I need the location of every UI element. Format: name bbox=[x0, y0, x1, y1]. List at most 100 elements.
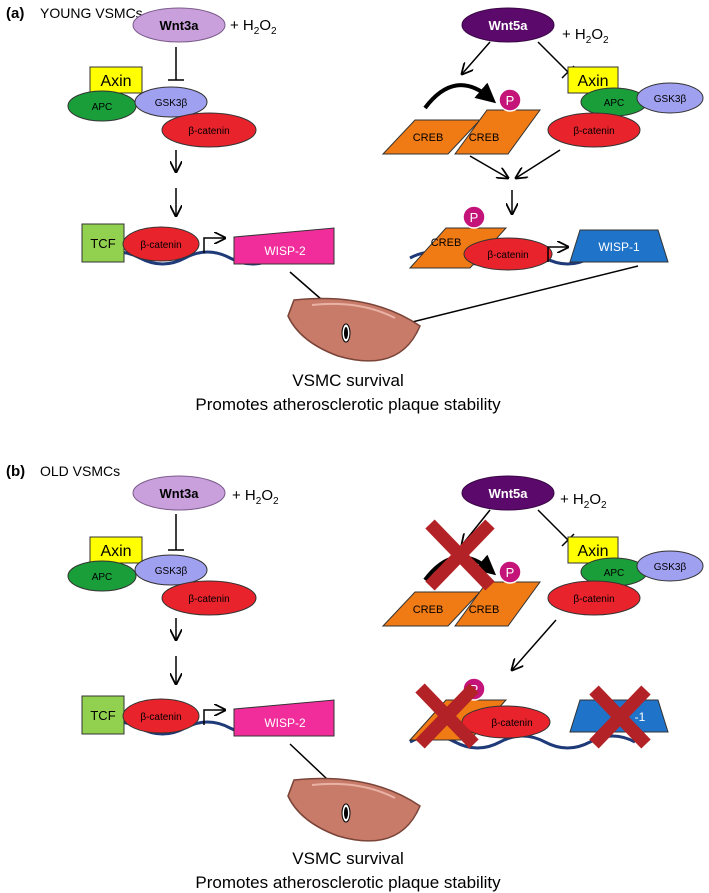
beta-catenin-protein bbox=[161, 580, 257, 616]
wnt3a-ligand bbox=[132, 7, 226, 43]
arrow bbox=[462, 41, 491, 74]
gsk3b-protein bbox=[636, 550, 704, 582]
outcome-line-2: Promotes atherosclerotic plaque stabilit… bbox=[195, 873, 501, 892]
panel-b-title: OLD VSMCs bbox=[40, 463, 120, 479]
apc-label: APC bbox=[92, 572, 113, 583]
gsk3b-protein bbox=[134, 554, 208, 586]
arrow bbox=[388, 265, 639, 328]
h2o2-label: + H2O2 bbox=[232, 487, 279, 507]
panel-a: (a) YOUNG VSMCs Wnt3a + H2O2 Axin APC GS… bbox=[6, 5, 704, 414]
wnt3a-label: Wnt3a bbox=[160, 486, 200, 501]
outcome-line-1: VSMC survival bbox=[292, 371, 403, 390]
nuclear-beta-catenin bbox=[122, 226, 200, 262]
panel-b-wnt5a-pathway: Wnt5a + H2O2 CREB CREB P Axin APC GSK3β bbox=[381, 475, 704, 750]
gsk3b-protein bbox=[636, 82, 704, 114]
nuclear-beta-catenin-label: β-catenin bbox=[140, 240, 181, 251]
wisp2-label: WISP-2 bbox=[264, 244, 306, 258]
tcf-label: TCF bbox=[90, 708, 115, 723]
panel-a-title: YOUNG VSMCs bbox=[40, 5, 143, 21]
beta-catenin-protein bbox=[547, 112, 641, 148]
transcription-arrow bbox=[203, 710, 225, 725]
apc-label: APC bbox=[604, 98, 625, 109]
wnt5a-label: Wnt5a bbox=[489, 18, 529, 33]
gsk3b-label: GSK3β bbox=[654, 562, 687, 573]
cell-highlight bbox=[311, 302, 396, 319]
nuclear-beta-catenin-label: β-catenin bbox=[487, 250, 528, 261]
phosphate-label: P bbox=[506, 93, 515, 108]
creb-label: CREB bbox=[469, 604, 500, 616]
beta-catenin-protein bbox=[161, 112, 257, 148]
wnt3a-ligand bbox=[132, 475, 226, 511]
axin-protein bbox=[89, 536, 143, 564]
axin-label: Axin bbox=[577, 73, 608, 90]
nuclear-beta-catenin bbox=[461, 705, 551, 739]
cell-highlight bbox=[311, 782, 396, 799]
nuclear-beta-catenin bbox=[463, 237, 553, 271]
vsmc-cell bbox=[287, 297, 421, 362]
panel-a-wnt5a-pathway: Wnt5a + H2O2 CREB CREB P Axin APC GSK3β … bbox=[381, 7, 704, 328]
panel-b: (b) OLD VSMCs Wnt3a + H2O2 Axin APC GSK3… bbox=[6, 463, 704, 892]
creb-protein bbox=[454, 581, 541, 627]
h2o2-label: + H2O2 bbox=[562, 26, 609, 46]
axin-label: Axin bbox=[100, 543, 131, 560]
beta-catenin-label: β-catenin bbox=[573, 594, 614, 605]
gsk3b-label: GSK3β bbox=[155, 98, 188, 109]
wnt5a-label: Wnt5a bbox=[489, 486, 529, 501]
phosphorylation-arrow bbox=[423, 82, 497, 110]
panel-a-letter: (a) bbox=[6, 5, 24, 22]
smooth-muscle-cell bbox=[287, 777, 421, 842]
axin-protein bbox=[89, 66, 143, 94]
inhibition-line bbox=[537, 509, 569, 541]
phosphate-group bbox=[498, 88, 522, 112]
phospho-creb-protein bbox=[454, 109, 541, 155]
h2o2-label: + H2O2 bbox=[230, 17, 277, 37]
panel-b-letter: (b) bbox=[6, 463, 25, 480]
transcription-arrow bbox=[547, 247, 568, 262]
creb-label: CREB bbox=[413, 132, 444, 144]
wnt3a-label: Wnt3a bbox=[160, 18, 200, 33]
wisp1-label: -1 bbox=[635, 710, 646, 724]
arrow bbox=[512, 619, 557, 670]
outcome-line-1: VSMC survival bbox=[292, 849, 403, 868]
beta-catenin-label: β-catenin bbox=[188, 126, 229, 137]
wisp2-gene bbox=[233, 227, 335, 265]
arrow bbox=[469, 155, 508, 178]
panel-a-wnt3a-pathway: Wnt3a + H2O2 Axin APC GSK3β β-catenin TC… bbox=[67, 7, 345, 320]
beta-catenin-label: β-catenin bbox=[573, 126, 614, 137]
axin-label: Axin bbox=[100, 73, 131, 90]
tcf-factor bbox=[81, 695, 125, 735]
apc-label: APC bbox=[92, 102, 113, 113]
inhibition-line bbox=[537, 41, 569, 73]
gsk3b-label: GSK3β bbox=[155, 566, 188, 577]
phosphate-group bbox=[498, 560, 522, 584]
block-cross-icon bbox=[425, 519, 495, 591]
outcome-line-2: Promotes atherosclerotic plaque stabilit… bbox=[195, 395, 501, 414]
cell-nucleus-core bbox=[344, 807, 348, 819]
gsk3b-label: GSK3β bbox=[654, 94, 687, 105]
arrow bbox=[516, 149, 561, 178]
transcription-arrow bbox=[203, 238, 225, 253]
creb-label: CREB bbox=[413, 604, 444, 616]
tcf-label: TCF bbox=[90, 236, 115, 251]
beta-catenin-label: β-catenin bbox=[188, 594, 229, 605]
nuclear-beta-catenin-label: β-catenin bbox=[491, 718, 532, 729]
wnt5a-ligand bbox=[461, 7, 555, 43]
wnt5a-ligand bbox=[461, 475, 555, 511]
creb-label: CREB bbox=[469, 132, 500, 144]
wisp2-gene bbox=[233, 699, 335, 737]
beta-catenin-protein bbox=[547, 580, 641, 616]
wisp1-label: WISP-1 bbox=[598, 240, 640, 254]
vsmc-cell bbox=[287, 777, 421, 842]
block-cross-icon bbox=[415, 683, 479, 749]
apc-protein bbox=[67, 560, 137, 592]
nuclear-creb bbox=[408, 227, 508, 269]
phosphate-group bbox=[462, 205, 486, 229]
wisp2-label: WISP-2 bbox=[264, 716, 306, 730]
panel-b-wnt3a-pathway: Wnt3a + H2O2 Axin APC GSK3β β-catenin TC… bbox=[67, 475, 345, 796]
nuclear-beta-catenin bbox=[122, 698, 200, 734]
apc-label: APC bbox=[604, 568, 625, 579]
block-cross-icon bbox=[589, 685, 651, 749]
nuclear-creb-label: CREB bbox=[431, 237, 462, 249]
h2o2-label: + H2O2 bbox=[560, 491, 607, 511]
